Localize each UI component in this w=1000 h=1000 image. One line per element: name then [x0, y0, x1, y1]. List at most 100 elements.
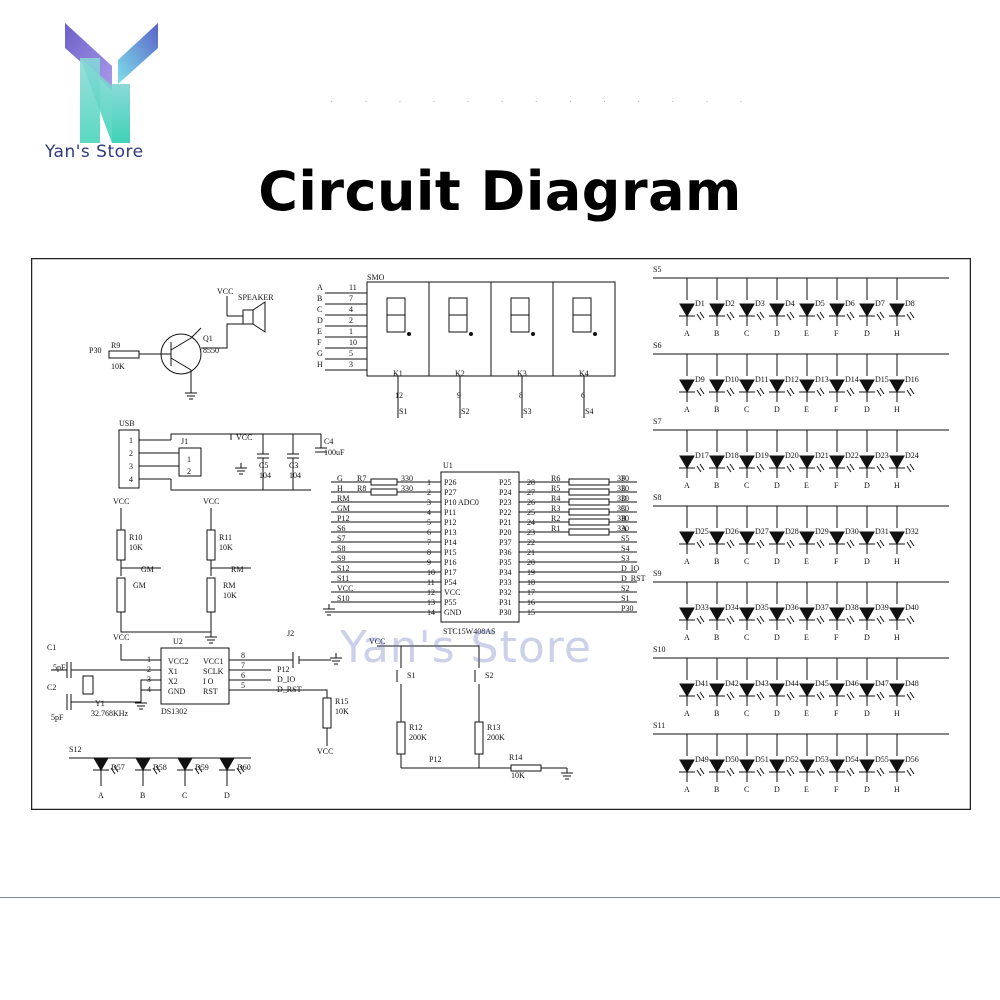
led-emission [759, 767, 765, 775]
led-emission [759, 463, 765, 471]
digit-k3 [490, 281, 554, 377]
led-d49 [679, 759, 695, 773]
wire [170, 433, 232, 440]
led-emission [756, 617, 762, 625]
c5-label: C5 [259, 461, 268, 470]
led-net: D [774, 709, 780, 718]
led-net: B [714, 329, 719, 338]
wire [170, 479, 311, 491]
led-emission [816, 541, 822, 549]
led-emission [876, 313, 882, 321]
decimal-point [593, 332, 597, 336]
led-emission [819, 387, 825, 395]
led-emission [816, 769, 822, 777]
q1-part: 8550 [203, 346, 219, 355]
seg-pin: 4 [349, 305, 353, 314]
led-emission [756, 465, 762, 473]
led-net: D [774, 785, 780, 794]
switch-label: S2 [461, 407, 469, 416]
led-d16 [889, 379, 905, 393]
led-emission [846, 313, 852, 321]
led-label: D24 [905, 451, 919, 460]
led-emission [789, 691, 795, 699]
led-label: D34 [725, 603, 739, 612]
led-label: D8 [905, 299, 915, 308]
led-emission [879, 767, 885, 775]
led-label: D48 [905, 679, 919, 688]
led-label: D15 [875, 375, 889, 384]
led-label: D31 [875, 527, 889, 536]
u1-pin: P34 [499, 568, 511, 577]
res-label: R14 [509, 753, 522, 762]
led-emission [816, 465, 822, 473]
led-emission [696, 693, 702, 701]
led-label: D23 [875, 451, 889, 460]
led-net: F [834, 785, 839, 794]
led-emission [876, 541, 882, 549]
c1-label: C1 [47, 643, 56, 652]
led-emission [699, 387, 705, 395]
led-d8 [889, 303, 905, 317]
led-d10 [709, 379, 725, 393]
led-net: E [804, 557, 809, 566]
led-net: F [834, 633, 839, 642]
net-label: S8 [337, 544, 345, 553]
led-label: D60 [237, 763, 251, 772]
led-net: D [774, 481, 780, 490]
wire [190, 327, 202, 339]
u2-pin: GND [168, 687, 186, 696]
net-label: GM [337, 504, 350, 513]
led-emission [786, 769, 792, 777]
seg-net: H [317, 360, 323, 369]
led-emission [239, 765, 245, 773]
led-d19 [739, 455, 755, 469]
led-label: D13 [815, 375, 829, 384]
led-net: A [684, 481, 690, 490]
led-label: D19 [755, 451, 769, 460]
led-d36 [769, 607, 785, 621]
resistor [568, 498, 610, 506]
u2-pin: X2 [168, 677, 178, 686]
decimal-point [469, 332, 473, 336]
led-net: H [894, 633, 900, 642]
seg-pin: 11 [349, 283, 357, 292]
led-emission [849, 463, 855, 471]
led-net: B [714, 481, 719, 490]
led-emission [909, 311, 915, 319]
u1-label: U1 [443, 461, 453, 470]
seg-net: G [317, 349, 323, 358]
led-label: D42 [725, 679, 739, 688]
led-net: F [834, 329, 839, 338]
led-emission [756, 541, 762, 549]
led-emission [726, 541, 732, 549]
net-label: S10 [337, 594, 349, 603]
led-emission [819, 691, 825, 699]
led-emission [726, 693, 732, 701]
resistor-r11 [206, 529, 216, 561]
led-d13 [799, 379, 815, 393]
led-emission [909, 539, 915, 547]
led-d45 [799, 683, 815, 697]
divider [0, 897, 1000, 898]
led-label: D59 [195, 763, 209, 772]
led-d23 [859, 455, 875, 469]
vcc-label: VCC [217, 287, 233, 296]
led-label: D12 [785, 375, 799, 384]
led-label: D39 [875, 603, 889, 612]
led-label: D26 [725, 527, 739, 536]
seg-pin: 7 [349, 294, 353, 303]
digit-k2 [428, 281, 492, 377]
u1-pin: P20 [499, 528, 511, 537]
res-value: 330 [617, 504, 629, 513]
led-emission [696, 617, 702, 625]
digit-label: K1 [393, 369, 403, 378]
seg-net: B [317, 294, 322, 303]
switch-label: S4 [585, 407, 593, 416]
resistor [568, 508, 610, 516]
digit-label: K4 [579, 369, 589, 378]
led-emission [759, 311, 765, 319]
decorative-dots: · · · · · · · · · · · · · [330, 96, 757, 107]
led-label: D54 [845, 755, 859, 764]
res-value: 330 [401, 484, 413, 493]
led-net: C [744, 557, 749, 566]
